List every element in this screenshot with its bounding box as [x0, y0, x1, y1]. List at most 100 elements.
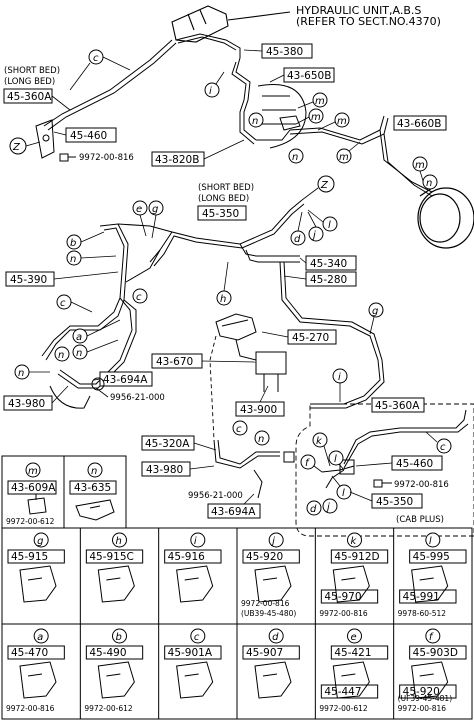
grid-letter-j: j: [270, 536, 275, 547]
callout-z-middle-label: Z: [320, 180, 329, 191]
grid-part-45-920: 45-920: [246, 551, 283, 563]
part-43-694A-middle: 43-694A: [103, 374, 148, 386]
grid-part-45-995: 45-995: [413, 551, 450, 563]
callout-i-top: [204, 82, 220, 98]
callout-j-middle: [308, 226, 324, 242]
part-43-820B: 43-820B: [155, 154, 199, 166]
callout-n-top-1: [248, 112, 264, 128]
grid-part-box: [320, 684, 379, 699]
grid-letter-a-circle: [33, 628, 49, 644]
part-43-694A-lower: 43-694A: [211, 506, 256, 518]
cab-callout-l-1: [328, 450, 344, 466]
clip-i-drawing: [176, 565, 214, 603]
callout-e-middle-label: e: [136, 204, 142, 215]
grid-letter-d-circle: [268, 628, 284, 644]
callout-m-top-3: [334, 112, 350, 128]
master-cylinder-drawing: [215, 313, 287, 392]
grid-letter-h-circle: [112, 532, 127, 548]
grid-part-box: [409, 549, 467, 564]
callout-n-middle-1-label: n: [70, 254, 76, 265]
grid-extra-(UF39-45-481): (UF39-45-481): [398, 694, 453, 703]
grid-part-box: [7, 549, 65, 564]
grid-letter-m-circle: [25, 462, 41, 478]
grid-letter-f: f: [429, 632, 434, 643]
grid-extra-9972-00-816: 9972-00-816: [398, 704, 447, 713]
rear-brake-pipe-top: [43, 33, 241, 131]
grid-part-box: [409, 645, 467, 660]
grid-part-45-915C: 45-915C: [89, 551, 134, 563]
clip-m-drawing: [27, 494, 47, 515]
part-45-270: 45-270: [292, 332, 329, 344]
grid-letter-l: l: [429, 536, 432, 547]
part-45-390: 45-390: [10, 274, 47, 286]
grid-letter-g: g: [37, 536, 43, 547]
clip-e-drawing: [332, 661, 370, 699]
clip-f-drawing: [411, 661, 449, 699]
short-bed-top: (SHORT BED): [4, 66, 60, 76]
callout-z-middle: [317, 175, 335, 193]
grid-letter-e-circle: [347, 628, 362, 644]
cab-plus-part-45-460: 45-460: [396, 458, 433, 470]
callout-c-middle-1-label: c: [136, 292, 142, 303]
grid-letter-l-circle: [425, 532, 441, 548]
grid-part-45-903D: 45-903D: [413, 647, 458, 659]
grid-part-box: [330, 549, 389, 564]
grid-letter-f-circle: [425, 628, 441, 644]
grid-letter-g-circle: [33, 532, 49, 548]
grid-letter-k-circle: [347, 532, 362, 548]
grid-extra-9972-00-612-m: 9972-00-612: [6, 517, 55, 526]
grid-part-43-635: 43-635: [74, 482, 111, 494]
grid-extra-9978-60-512: 9978-60-512: [398, 609, 447, 618]
part-9956-21-000-lower: 9956-21-000: [188, 491, 243, 501]
clip-c-drawing: [176, 661, 214, 699]
grid-extra-9972-00-816: 9972-00-816: [6, 704, 55, 713]
clip-g-drawing: [19, 565, 57, 603]
callout-n-middle-3: [54, 346, 70, 362]
grid-part-45-920: 45-920: [403, 686, 440, 698]
grid-letter-k: k: [351, 536, 358, 547]
grid-part-box: [85, 645, 144, 660]
callout-n-middle-3-label: n: [58, 350, 64, 361]
callout-l-middle-label: l: [328, 220, 331, 231]
grid-cell-n: n 43-635: [69, 462, 117, 521]
front-brake-pipe-top: [231, 57, 291, 145]
grid-letter-d: d: [272, 632, 279, 643]
clip-j-drawing: [254, 565, 292, 603]
callout-l-middle: [322, 216, 338, 232]
callout-i-middle-label: i: [338, 372, 341, 383]
cab-callout-d-label: d: [310, 504, 317, 515]
grid-part-45-421: 45-421: [334, 647, 371, 659]
grid-cell-i: i45-916: [164, 532, 222, 603]
cab-plus-part-45-360A: 45-360A: [375, 400, 420, 412]
grid-letter-m: m: [28, 466, 38, 477]
brake-booster-drawing: [257, 84, 307, 149]
grid-row2-dividers: [79, 528, 395, 624]
cab-callout-c-label: c: [440, 442, 446, 453]
cab-callout-l-1-label: l: [334, 454, 337, 465]
cab-plus-pipe: [321, 409, 469, 489]
grid-extra-9972-00-612: 9972-00-612: [319, 704, 368, 713]
grid-letter-c-circle: [190, 628, 206, 644]
grid-part-45-912D: 45-912D: [334, 551, 379, 563]
cab-plus-label: (CAB PLUS): [396, 515, 444, 525]
clip-d-drawing: [254, 661, 292, 699]
dashed-leader: [209, 335, 217, 441]
cab-plus-frame: [295, 403, 474, 537]
callout-m-top-5-label: m: [415, 160, 425, 171]
part-45-380: 45-380: [266, 46, 303, 58]
clip-l-drawing: [411, 565, 449, 603]
part-9956-21-000-middle: 9956-21-000: [110, 393, 165, 403]
grid-row-2: g45-915h45-915Ci45-916j45-9209972-00-816…: [7, 532, 467, 618]
grid-part-45-991: 45-991: [403, 591, 440, 603]
callout-m-top-3-label: m: [337, 116, 347, 127]
grid-part-45-916: 45-916: [168, 551, 206, 563]
callout-c-top-label: c: [93, 53, 99, 64]
callout-z-top-label: Z: [12, 142, 21, 153]
grid-part-box: [242, 645, 300, 660]
cab-plus-bolt: 9972-00-816: [394, 480, 449, 490]
grid-cell-l: l 45-995 45-991 9978-60-512: [398, 532, 467, 618]
grid-letter-c: c: [194, 632, 200, 643]
